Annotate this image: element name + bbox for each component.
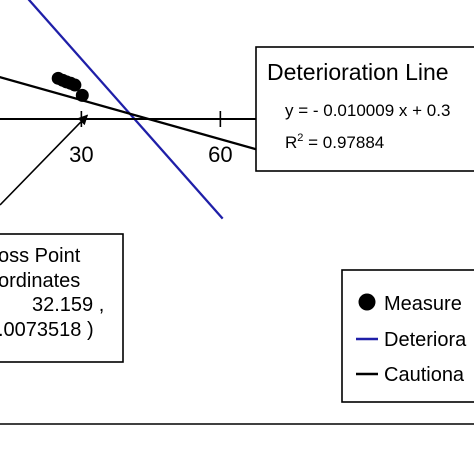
annotation-arrows	[0, 114, 89, 206]
measure-point-5	[68, 78, 82, 92]
deterioration-equation-box: Deterioration Line y = - 0.010009 x + 0.…	[255, 46, 474, 172]
r-squared-symbol: R	[285, 133, 297, 152]
cross-point-box: oss Point ordinates 32.159 , .0073518 )	[0, 233, 124, 363]
legend-frame	[341, 269, 474, 403]
legend-marker-measure	[358, 293, 376, 311]
cross-point-line-4: .0073518 )	[0, 319, 94, 341]
measure-point-6	[75, 88, 89, 102]
deterioration-line	[27, 0, 224, 220]
legend-label-measure: Measure	[384, 293, 462, 315]
deterioration-equation: y = - 0.010009 x + 0.3	[285, 101, 450, 120]
cross-point-arrow	[0, 114, 89, 206]
x-tick-label-60: 60	[208, 142, 232, 167]
r-squared: R2 = 0.97884	[285, 132, 384, 152]
series-lines	[0, 0, 287, 220]
cautional-line	[0, 76, 287, 159]
measure-points	[51, 71, 89, 102]
deterioration-box-frame	[255, 46, 474, 172]
cross-point-line-2: ordinates	[0, 270, 80, 292]
legend: Measure Deteriora Cautiona	[341, 269, 474, 403]
legend-label-cautional: Cautiona	[384, 364, 465, 386]
cross-point-box-frame	[0, 233, 124, 363]
r-squared-superscript: 2	[297, 132, 303, 144]
cross-point-line-3: 32.159 ,	[32, 294, 104, 316]
deterioration-box-title: Deterioration Line	[267, 59, 449, 85]
cross-point-line-1: oss Point	[0, 245, 81, 267]
r-squared-value: = 0.97884	[303, 133, 384, 152]
legend-label-deterioration: Deteriora	[384, 329, 467, 351]
x-tick-label-30: 30	[69, 142, 93, 167]
